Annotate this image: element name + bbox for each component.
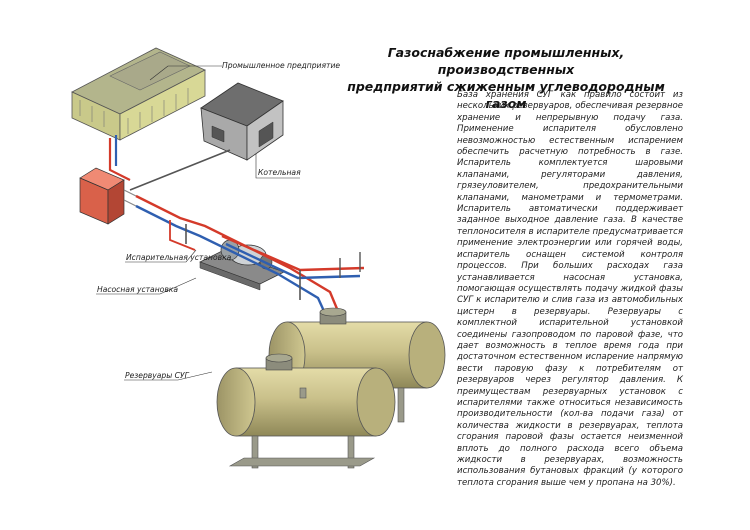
lpg-tank-front: [216, 353, 396, 437]
description-text: База хранения СУГ как правило состоит из…: [457, 90, 683, 488]
label-evaporator-unit: Испарительная установка: [126, 253, 232, 262]
pipes-upper: [108, 135, 231, 191]
label-boiler-house: Котельная: [258, 168, 301, 177]
pipes-main: [135, 194, 365, 321]
title-line-1: Газоснабжение промышленных, производстве…: [387, 45, 625, 77]
industrial-plant: [71, 47, 206, 141]
callout-lines: [96, 65, 300, 381]
diagram-title: Газоснабжение промышленных, производстве…: [346, 44, 666, 112]
label-industrial-plant: Промышленное предприятие: [222, 61, 341, 70]
label-pump-unit: Насосная установка: [97, 285, 179, 294]
label-lpg-tanks: Резервуары СУГ: [125, 371, 189, 380]
title-line-2: предприятий сжиженным углеводородным газ…: [347, 79, 665, 111]
tank-supports: [228, 387, 405, 469]
boiler-house: [200, 82, 284, 161]
evaporator-unit: [79, 167, 137, 225]
